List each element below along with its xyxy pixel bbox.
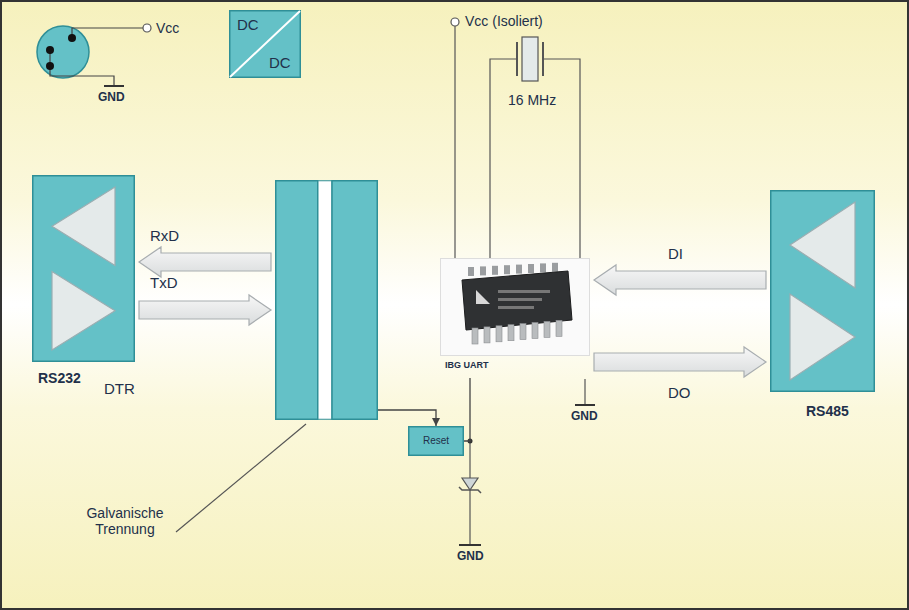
- connector-pin: [46, 62, 54, 70]
- node-label: Galvanische Trennung: [70, 505, 180, 537]
- signal-wire: [464, 378, 470, 441]
- chip-marking: [498, 306, 534, 309]
- wire: [490, 59, 517, 258]
- zener-diode: [462, 478, 478, 490]
- isolation-slab: [332, 181, 377, 420]
- chip-pin: [520, 324, 526, 340]
- wire: [72, 28, 143, 38]
- node-label: RS232: [38, 370, 81, 386]
- wire: [469, 441, 470, 478]
- signal-label: DTR: [104, 380, 135, 397]
- receiver-triangle: [52, 187, 115, 266]
- signal-label: DO: [668, 384, 691, 401]
- receiver-triangle: [790, 202, 855, 288]
- isolated-supply: [451, 18, 459, 258]
- reset-block: Reset: [408, 426, 464, 456]
- ground-symbol: [459, 544, 481, 546]
- signal-label: TxD: [150, 274, 178, 291]
- signal-arrow: [594, 265, 766, 295]
- chip-pin: [484, 327, 490, 343]
- signal-arrow: [139, 247, 271, 277]
- wire: [584, 379, 585, 405]
- transceiver-box: [771, 191, 875, 392]
- signal-label: DI: [668, 245, 683, 262]
- signal-arrow: [594, 347, 766, 377]
- rs232-transceiver-shape: [32, 175, 135, 362]
- chip-pin: [492, 266, 498, 275]
- dc-dc-converter: DC DC: [229, 10, 301, 78]
- chip-marking: [498, 298, 542, 301]
- connector-pin: [46, 46, 54, 54]
- wire: [469, 490, 470, 545]
- chip-pin: [504, 265, 510, 274]
- node-label: IBG UART: [445, 360, 489, 370]
- signal-wire: [378, 410, 436, 426]
- signal-label: RxD: [150, 227, 179, 244]
- ground-label: GND: [571, 410, 598, 424]
- node-label: RS485: [806, 403, 849, 419]
- crystal-plate: [516, 42, 518, 76]
- isolation-barrier: Galvanische Trennung: [275, 180, 378, 420]
- chip-pin: [516, 265, 522, 274]
- node-label: Reset: [423, 435, 449, 447]
- chip-pin: [552, 263, 558, 272]
- ground-label: GND: [98, 91, 125, 105]
- converter-diagonal: [230, 11, 300, 77]
- chip-pin: [468, 267, 474, 276]
- supply-label: Vcc: [156, 20, 179, 36]
- chip-pin: [556, 320, 562, 336]
- chip-pin: [480, 266, 486, 275]
- wire: [454, 26, 455, 258]
- crystal: [490, 37, 580, 258]
- ground-symbol: [575, 404, 595, 406]
- chip-pin: [544, 321, 550, 337]
- power-connector: [37, 24, 151, 86]
- signal-arrow: [139, 295, 271, 325]
- node-label: DC: [269, 54, 291, 71]
- wire: [543, 59, 580, 258]
- chip-ground: [575, 379, 595, 405]
- converter-box: [230, 11, 301, 78]
- rs485-transceiver-shape: [770, 190, 875, 392]
- chip-pin: [532, 323, 538, 339]
- connector-pin: [68, 34, 76, 42]
- wire: [50, 50, 114, 86]
- chip-pin: [496, 326, 502, 342]
- isolation-slab: [276, 181, 318, 420]
- terminal: [451, 18, 459, 26]
- chip-pin: [540, 263, 546, 272]
- ground-label: GND: [457, 550, 484, 564]
- supply-label: Vcc (Isoliert): [465, 13, 543, 29]
- chip-body: [462, 271, 572, 330]
- terminal: [143, 24, 151, 32]
- leader-line: [176, 424, 306, 532]
- driver-triangle: [52, 272, 115, 351]
- node-label: DC: [237, 16, 259, 33]
- ground-symbol: [104, 85, 124, 87]
- chip-marking: [498, 290, 550, 293]
- frequency-label: 16 MHz: [508, 92, 556, 108]
- rs485-transceiver: RS485: [770, 190, 875, 392]
- crystal-body: [522, 37, 538, 81]
- chip-logo: [476, 290, 490, 304]
- chip-photo-ground: [441, 259, 590, 356]
- chip-pin: [528, 264, 534, 273]
- crystal-plate: [542, 42, 544, 76]
- rs232-transceiver: RS232: [32, 175, 135, 362]
- isolation-gap: [318, 181, 332, 420]
- transceiver-box: [33, 176, 135, 362]
- isolation-barrier-shape: [275, 180, 378, 420]
- connector-body: [37, 26, 89, 78]
- chip-pin: [472, 328, 478, 344]
- reset-box: [409, 427, 464, 456]
- uart-chip: IBG UART: [440, 258, 590, 378]
- chip-pin: [508, 325, 514, 341]
- driver-triangle: [790, 294, 855, 380]
